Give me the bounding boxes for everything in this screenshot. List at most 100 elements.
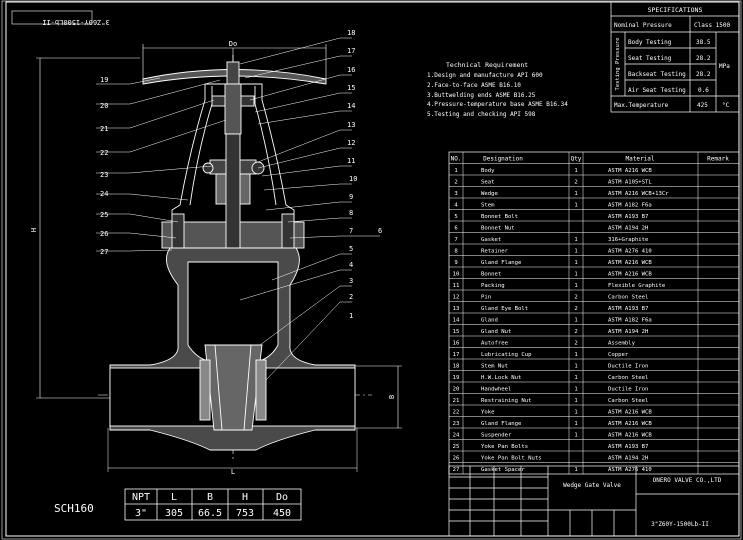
parts-cell: 1 [574, 318, 577, 324]
parts-cell: 20 [453, 387, 460, 393]
spec-frame [610, 1, 740, 113]
callout-14: 14 [347, 102, 355, 110]
parts-cell: Gasket Spacer [481, 467, 525, 473]
parts-cell: 11 [453, 283, 460, 289]
parts-cell: Gland [481, 318, 498, 324]
parts-cell: 12 [453, 295, 460, 301]
parts-cell: ASTM A193 B7 [608, 214, 648, 220]
callout-25: 25 [100, 211, 108, 219]
parts-cell: 8 [454, 249, 458, 255]
parts-cell: 1 [574, 375, 577, 381]
parts-cell: Lubricating Cup [481, 352, 532, 358]
leaders-left [96, 77, 227, 252]
parts-cell: Packing [481, 283, 505, 289]
parts-cell: 1 [574, 398, 577, 404]
parts-cell: 16 [453, 341, 460, 347]
callout-19: 19 [100, 76, 108, 84]
parts-cell: Yoke Pan Bolt Nuts [481, 456, 542, 462]
parts-cell: Flexible Graphite [608, 283, 666, 289]
parts-cell: ASTM A216 WCB [608, 410, 652, 416]
callout-21: 21 [100, 125, 108, 133]
parts-cell: Carbon Steel [608, 295, 648, 301]
requirement-5: 5.Testing and checking API 598 [427, 111, 536, 118]
parts-cell: 1 [574, 467, 577, 473]
callout-2: 2 [349, 293, 353, 301]
wedge-line-b [243, 344, 252, 431]
callout-15: 15 [347, 84, 355, 92]
spec-row-body-label: Body Testing [628, 39, 672, 46]
rotated-title-box [11, 10, 93, 25]
parts-cell: 1 [574, 249, 577, 255]
parts-cell: 2 [574, 329, 577, 335]
dimension-table-text: NPT L B H Do 3" 305 66.5 753 450 [132, 492, 291, 519]
parts-cell: 1 [574, 237, 577, 243]
parts-cell: 1 [574, 191, 577, 197]
spec-nominal-value: Class 1500 [694, 22, 731, 29]
parts-cell: ASTM A216 WCB+13Cr [608, 191, 669, 197]
dim-value-do: 450 [273, 508, 291, 519]
parts-cell: ASTM A216 WCB [608, 168, 652, 174]
parts-cell: Yoke Pan Bolts [481, 444, 528, 450]
schedule-label: SCH160 [54, 502, 94, 515]
parts-cell: 21 [453, 398, 460, 404]
parts-cell: 1 [574, 260, 577, 266]
technical-requirements: Technical Requirement 1.Design and manuf… [427, 61, 568, 118]
gland-nut-left [202, 162, 214, 174]
dim-header-b: B [207, 492, 213, 503]
handwheel [142, 69, 327, 85]
parts-cell: Handwheel [481, 387, 511, 393]
parts-cell: 316+Graphite [608, 237, 649, 243]
parts-cell: 10 [453, 272, 460, 278]
stem-upper [224, 83, 242, 135]
parts-cell: 25 [453, 444, 460, 450]
parts-cell: Stem Nut [481, 364, 508, 370]
callout-12: 12 [347, 139, 355, 147]
parts-header-cell: Material [626, 156, 655, 163]
callout-6: 6 [378, 227, 382, 235]
parts-cell: Gasket [481, 237, 501, 243]
spec-temp-label: Max.Temperature [614, 102, 669, 109]
parts-cell: 1 [574, 433, 577, 439]
parts-cell: 27 [453, 467, 460, 473]
parts-cell: 24 [453, 433, 460, 439]
spec-row-air-label: Air Seat Testing [628, 87, 686, 94]
spec-testing-label: Testing Pressure [615, 38, 621, 91]
spec-row-body-value: 38.5 [696, 39, 711, 46]
dim-header-l: L [171, 492, 177, 503]
wedge [204, 344, 263, 431]
dim-header-do: Do [276, 492, 288, 503]
dim-header-h: H [242, 492, 248, 503]
parts-cell: Copper [608, 352, 629, 358]
parts-cell: Stem [481, 203, 495, 209]
specifications-table [610, 1, 740, 113]
parts-cell: 2 [574, 341, 577, 347]
spec-row-seat-label: Seat Testing [628, 55, 672, 62]
stem-nut-top [226, 61, 240, 85]
parts-cell: Yoke [481, 410, 495, 416]
parts-cell: 1 [574, 352, 577, 358]
spec-row-air-value: 0.6 [698, 87, 709, 94]
parts-cell: Ductile Iron [608, 364, 648, 370]
parts-cell: ASTM A194 2H [608, 329, 648, 335]
parts-cell: 1 [574, 421, 577, 427]
dim-value-b: 66.5 [198, 508, 222, 519]
parts-cell: Suspender [481, 433, 512, 439]
parts-cell: 1 [574, 387, 577, 393]
callout-18: 18 [347, 29, 355, 37]
title-block-company: ONERO VALVE CO.,LTD [653, 477, 722, 484]
callouts-right: 18 17 16 15 14 13 12 11 10 9 8 7 6 5 4 3… [347, 29, 382, 320]
parts-cell: 2 [454, 180, 457, 186]
parts-cell: 1 [574, 410, 577, 416]
dim-header-npt: NPT [132, 492, 150, 503]
spec-row-seat-value: 28.2 [696, 55, 711, 62]
seat-right [255, 359, 267, 421]
parts-cell: 14 [453, 318, 460, 324]
parts-cell: 5 [454, 214, 457, 220]
parts-cell: Bonnet Nut [481, 226, 515, 232]
callout-9: 9 [349, 193, 353, 201]
parts-cell: 13 [453, 306, 460, 312]
parts-cell: ASTM A276 410 [608, 249, 652, 255]
parts-cell: 1 [574, 203, 577, 209]
parts-cell: 26 [453, 456, 460, 462]
